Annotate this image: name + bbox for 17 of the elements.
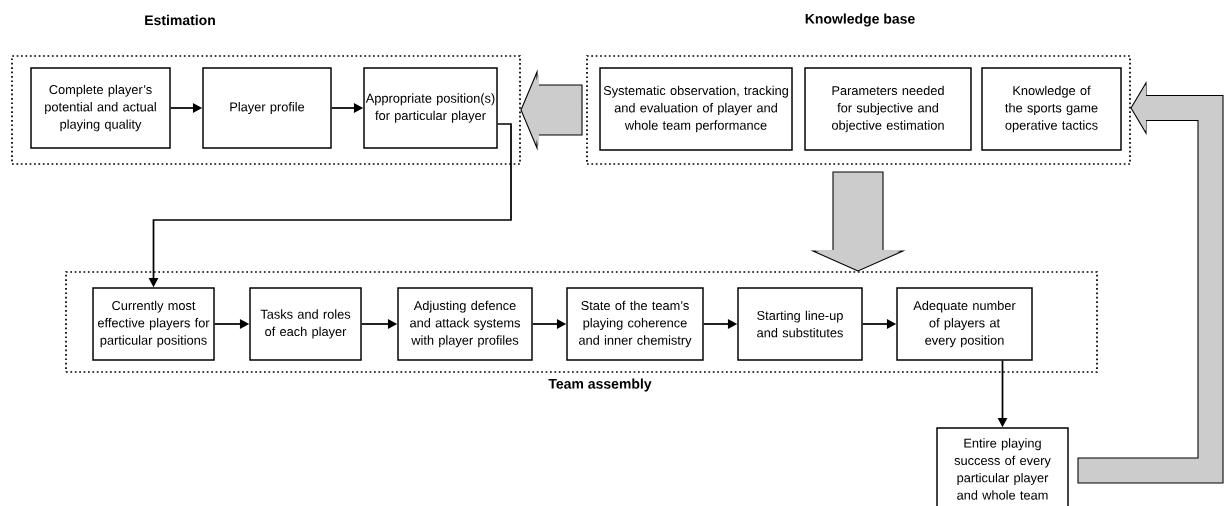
process-box: Tasks and roles of each player: [249, 287, 362, 361]
process-box: Complete player’s potential and actual playing quality: [30, 67, 171, 149]
group-heading: Estimation: [145, 14, 215, 26]
process-box: Currently most effective players for particular positions: [92, 287, 215, 361]
process-box: Knowledge of the sports game operative tactics: [981, 67, 1122, 151]
process-box: Adjusting defence and attack systems with player profiles: [397, 287, 533, 361]
group-heading: Knowledge base: [805, 13, 915, 27]
process-box: Starting line-up and substitutes: [737, 287, 863, 361]
process-box: State of the team’s playing coherence and inner chemistry: [566, 287, 704, 361]
process-box: Entire playing success of every particular player and whole team: [936, 427, 1069, 506]
process-box: Appropriate position(s) for particular player: [363, 67, 498, 149]
process-box: Adequate number of players at every position: [896, 287, 1033, 361]
process-box: Systematic observation, tracking and evaluation of player and whole team performance: [599, 67, 793, 151]
group-heading: Team assembly: [548, 378, 652, 392]
process-box: Player profile: [202, 67, 332, 149]
block-arrow: [1077, 81, 1224, 484]
process-box: Parameters needed for subjective and objective estimation: [804, 67, 972, 151]
